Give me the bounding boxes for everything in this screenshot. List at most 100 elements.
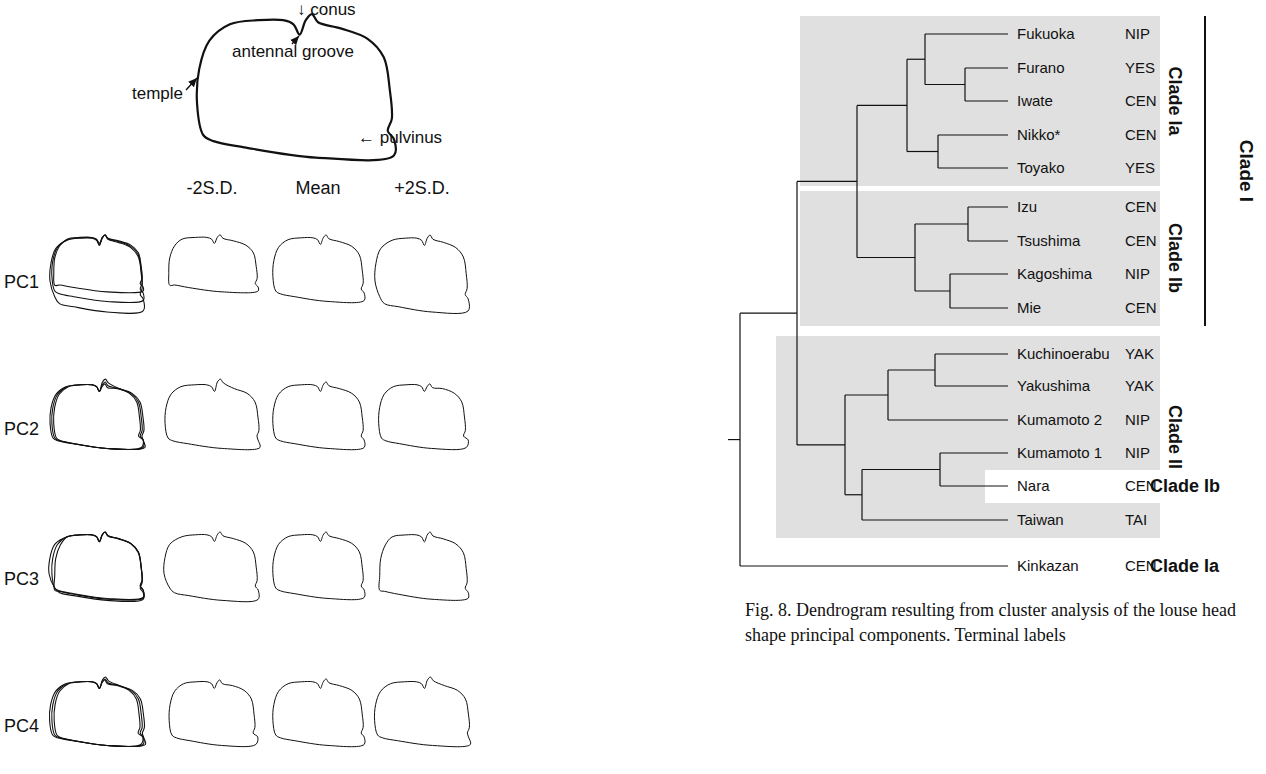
region-code: NIP xyxy=(1125,411,1150,428)
column-header: +2S.D. xyxy=(394,178,450,199)
dendrogram-branch xyxy=(740,565,1008,566)
head-outline xyxy=(273,235,365,303)
clade-label: Clade II xyxy=(1165,405,1186,469)
site-name: Mie xyxy=(1017,299,1041,316)
dendrogram-branch xyxy=(728,439,740,440)
head-outline xyxy=(52,532,144,600)
site-name: Furano xyxy=(1017,59,1065,76)
dendrogram-branch xyxy=(938,167,1008,168)
dendrogram-branch xyxy=(888,419,1008,420)
part-label: ← pulvinus xyxy=(358,128,442,148)
clade-band xyxy=(776,336,1160,538)
head-outline xyxy=(50,379,145,450)
dendrogram-branch xyxy=(935,353,1008,354)
clade-bands xyxy=(776,16,1162,538)
dendrogram-branch xyxy=(925,33,1008,34)
head-outline xyxy=(54,532,144,600)
region-code: CEN xyxy=(1125,232,1157,249)
pc-label: PC2 xyxy=(4,419,39,440)
dendrogram-branch xyxy=(740,313,797,314)
dendrogram-branch xyxy=(938,134,1008,135)
part-label: temple xyxy=(132,84,183,104)
region-code: CEN xyxy=(1125,126,1157,143)
site-name: Nikko* xyxy=(1017,126,1060,143)
region-code: YAK xyxy=(1125,377,1154,394)
head-outline xyxy=(273,679,365,747)
pointer-arrow xyxy=(186,78,197,90)
clade-bracket xyxy=(1204,16,1206,326)
dendrogram-branch xyxy=(950,273,1008,274)
clade-label: Clade Ia xyxy=(1150,556,1219,577)
site-name: Yakushima xyxy=(1017,377,1090,394)
head-outline xyxy=(375,235,470,313)
head-outline xyxy=(49,677,145,747)
head-outline xyxy=(165,379,260,450)
site-name: Kumamoto 1 xyxy=(1017,444,1102,461)
head-outline xyxy=(52,382,144,450)
site-name: Fukuoka xyxy=(1017,25,1075,42)
dendrogram-branch xyxy=(862,519,1008,520)
dendrogram-branch xyxy=(857,105,907,106)
dendrogram-branch xyxy=(915,223,968,224)
dendrogram-branch xyxy=(797,444,845,445)
pc-label: PC4 xyxy=(4,716,39,737)
dendrogram-branch xyxy=(797,181,857,182)
head-outline xyxy=(379,384,469,450)
site-name: Taiwan xyxy=(1017,511,1064,528)
region-code: CEN xyxy=(1125,198,1157,215)
clade-band xyxy=(985,470,1162,503)
site-name: Iwate xyxy=(1017,92,1053,109)
pc-label: PC3 xyxy=(4,569,39,590)
part-label: antennal groove xyxy=(232,42,354,62)
head-outlines xyxy=(49,14,471,747)
dendrogram-branch xyxy=(935,385,1008,386)
clade-label: Clade Ib xyxy=(1165,223,1186,293)
dendrogram-branch xyxy=(907,151,938,152)
site-name: Toyako xyxy=(1017,159,1065,176)
site-name: Kumamoto 2 xyxy=(1017,411,1102,428)
head-outline xyxy=(374,677,470,747)
dendrogram-branch xyxy=(925,84,965,85)
clade-label: Clade Ib xyxy=(1150,476,1220,497)
site-name: Nara xyxy=(1017,477,1050,494)
clade-band xyxy=(800,191,1160,326)
dendrogram-branch xyxy=(965,67,1008,68)
site-name: Kagoshima xyxy=(1017,265,1092,282)
dendrogram-branch xyxy=(940,485,1008,486)
region-code: TAI xyxy=(1125,511,1147,528)
dendrogram-branch xyxy=(940,452,1008,453)
dendrogram-branch xyxy=(845,494,862,495)
head-outline xyxy=(164,532,260,602)
column-header: -2S.D. xyxy=(186,178,237,199)
head-outline xyxy=(169,235,259,293)
dendrogram-branch xyxy=(968,206,1008,207)
head-outline xyxy=(52,235,144,303)
site-name: Kuchinoerabu xyxy=(1017,345,1110,362)
figure-caption: Fig. 8. Dendrogram resulting from cluste… xyxy=(745,598,1250,648)
dendrogram-branch xyxy=(915,290,950,291)
head-outline xyxy=(54,384,144,450)
region-code: NIP xyxy=(1125,444,1150,461)
head-outline xyxy=(379,532,469,600)
region-code: NIP xyxy=(1125,265,1150,282)
column-header: Mean xyxy=(295,178,340,199)
part-label: ↓ conus xyxy=(297,0,356,20)
dendrogram-branch xyxy=(888,369,935,370)
region-code: YAK xyxy=(1125,345,1154,362)
clade-label: Clade Ia xyxy=(1165,66,1186,135)
clade-band xyxy=(800,16,1160,186)
dendrogram-branch xyxy=(907,59,925,60)
dendrogram-branch xyxy=(857,257,915,258)
head-outline xyxy=(273,382,365,450)
pc-label: PC1 xyxy=(4,272,39,293)
dendrogram-branch xyxy=(845,394,888,395)
region-code: NIP xyxy=(1125,25,1150,42)
region-code: CEN xyxy=(1125,299,1157,316)
dendrogram-branch xyxy=(862,469,940,470)
dendrogram-branch xyxy=(968,240,1008,241)
site-name: Tsushima xyxy=(1017,232,1080,249)
region-code: YES xyxy=(1125,159,1155,176)
dendrogram xyxy=(728,34,1008,566)
head-outline xyxy=(273,532,365,600)
dendrogram-branch xyxy=(965,100,1008,101)
